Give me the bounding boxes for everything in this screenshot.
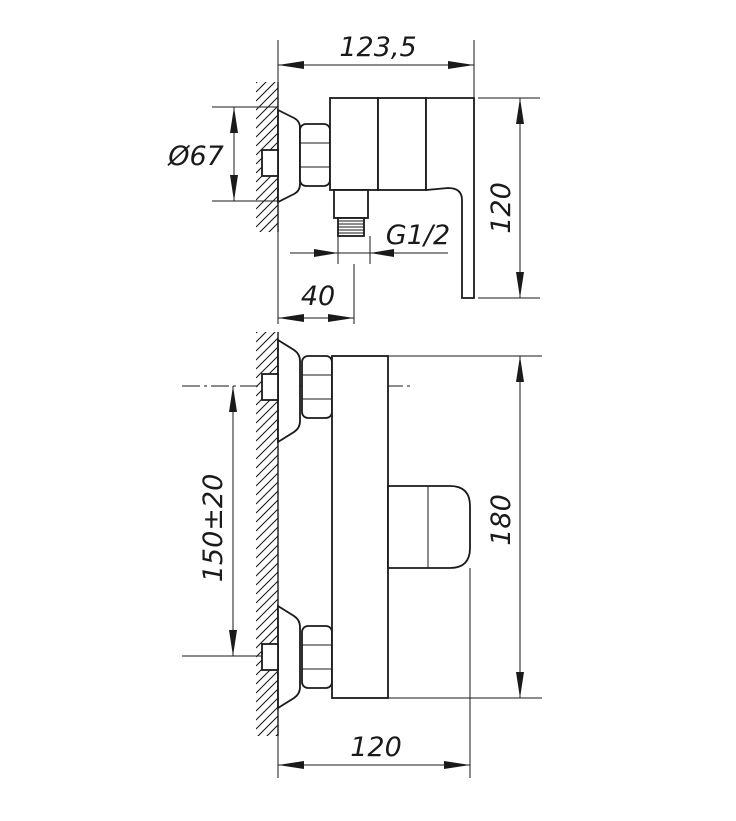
lever-front: [387, 485, 471, 569]
hatch-line: [256, 427, 278, 451]
hatch-line: [256, 337, 278, 361]
hatch-line: [256, 517, 278, 541]
dim-thread-label: G1/2: [386, 220, 450, 251]
hatch-line: [256, 114, 278, 138]
dimension-width-front: 120: [277, 568, 471, 778]
hatch-line: [256, 123, 278, 147]
nut-upper: [301, 355, 333, 419]
wall-boss-top: [261, 149, 279, 177]
hatch-line: [256, 241, 278, 263]
hatch-line: [256, 355, 278, 379]
hatch-line: [256, 508, 278, 532]
dim-width-total-label: 123,5: [339, 32, 416, 63]
front-view: 180 150±20 120: [182, 302, 542, 783]
hatch-line: [256, 472, 278, 496]
hatch-line: [257, 715, 278, 736]
wall-boss-upper: [261, 373, 279, 401]
dimension-width-total: 123,5: [277, 32, 475, 98]
nut-side: [299, 123, 331, 187]
hatch-line: [256, 589, 278, 613]
hatch-line: [256, 346, 278, 370]
hatch-line: [275, 733, 278, 736]
hatch-line: [256, 598, 278, 622]
dimension-height-front: 180: [388, 355, 542, 699]
hatch-line: [256, 616, 278, 640]
hatch-line: [256, 625, 278, 649]
hatch-line: [256, 177, 278, 201]
hatch-line: [256, 96, 278, 120]
hatch-line: [256, 697, 278, 721]
hatch-line: [259, 213, 278, 232]
dim-height-side-label: 120: [486, 182, 517, 234]
dim-diameter-label: Ø67: [167, 141, 224, 172]
hatch-line: [256, 87, 278, 111]
hatch-line: [268, 222, 278, 232]
hatch-line: [256, 463, 278, 487]
hatch-line: [256, 82, 258, 84]
hatch-line: [256, 535, 278, 559]
hatch-line: [256, 195, 278, 219]
rosette-side: [277, 108, 301, 204]
outlet-connector: [333, 189, 369, 219]
dim-center-distance-label: 150±20: [198, 474, 229, 583]
mixer-body-front: [331, 355, 389, 699]
hatch-line: [256, 761, 278, 783]
hatch-line: [256, 52, 278, 74]
hatch-line: [256, 688, 278, 712]
cartridge-housing-side: [377, 97, 427, 191]
hatch-line: [256, 553, 278, 577]
hatch-line: [256, 481, 278, 505]
hatch-line: [256, 706, 278, 730]
dimension-offset: 40: [277, 232, 355, 324]
rosette-upper: [277, 338, 301, 444]
dimension-diameter: Ø67: [167, 106, 278, 202]
thread-lines: [338, 220, 364, 234]
rosette-lower: [277, 604, 301, 710]
hatch-line: [256, 445, 278, 469]
hatch-line: [256, 186, 278, 210]
hatch-line: [256, 436, 278, 460]
hatch-line: [256, 259, 278, 281]
lever-side: [425, 97, 475, 299]
hatch-line: [256, 418, 278, 442]
nut-lower: [301, 625, 333, 689]
dimension-center-distance: 150±20: [182, 386, 262, 657]
hatch-line: [256, 499, 278, 523]
hatch-line: [277, 231, 278, 232]
dim-offset-label: 40: [301, 281, 335, 312]
hatch-line: [256, 490, 278, 514]
dim-height-front-label: 180: [486, 494, 517, 546]
hatch-line: [256, 670, 278, 694]
hatch-line: [256, 332, 267, 343]
hatch-line: [256, 743, 278, 765]
hatch-line: [256, 679, 278, 703]
mixer-body-side: [329, 97, 379, 191]
hatch-line: [256, 82, 276, 102]
hatch-line: [256, 332, 258, 334]
hatch-line: [256, 526, 278, 550]
hatch-line: [256, 752, 278, 774]
hatch-line: [266, 724, 278, 736]
hatch-line: [256, 544, 278, 568]
hatch-line: [256, 409, 278, 433]
hatch-line: [256, 400, 278, 424]
dimension-thread: G1/2: [290, 220, 450, 264]
dim-width-front-label: 120: [350, 732, 402, 763]
hatch-line: [256, 302, 278, 324]
hatch-line: [256, 607, 278, 631]
hatch-line: [256, 105, 278, 129]
hatch-line: [256, 580, 278, 604]
wall-boss-lower: [261, 643, 279, 671]
hatch-line: [256, 250, 278, 272]
hatch-line: [256, 132, 278, 156]
hatch-line: [256, 454, 278, 478]
hatch-line: [256, 82, 267, 93]
hatch-line: [256, 562, 278, 586]
side-view: 123,5 Ø67 120 G1/2: [167, 32, 540, 324]
hatch-line: [256, 204, 278, 228]
dimension-height-side: 120: [478, 97, 540, 299]
hatch-line: [256, 571, 278, 595]
hatch-line: [256, 332, 276, 352]
